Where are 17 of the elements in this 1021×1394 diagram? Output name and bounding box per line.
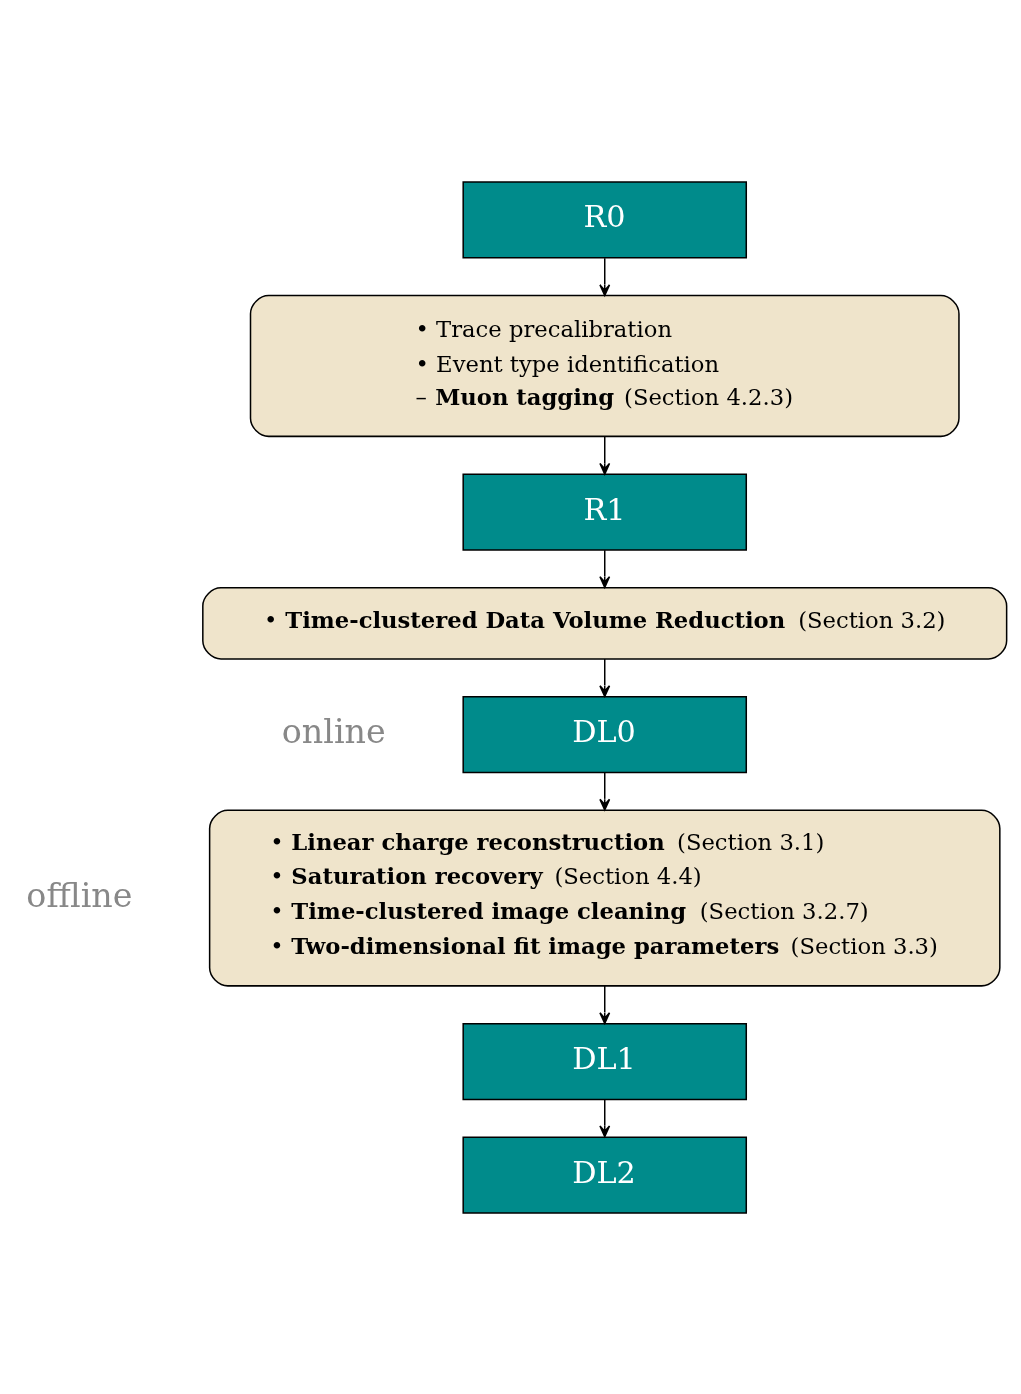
arrow xyxy=(599,984,611,1024)
arrow xyxy=(599,657,611,697)
node-box: R1 xyxy=(462,472,748,551)
node-box: DL0 xyxy=(462,695,748,773)
node-box: • Time-clustered Data Volume Reduction (Section 3.2) xyxy=(202,586,1008,660)
arrow xyxy=(599,435,611,475)
node-box: R0 xyxy=(462,180,748,258)
label: offline xyxy=(26,875,133,915)
arrow xyxy=(599,771,611,811)
arrow xyxy=(599,257,611,296)
label: online xyxy=(281,711,386,751)
arrow xyxy=(599,1098,611,1137)
node-box: DL2 xyxy=(462,1136,748,1214)
node-box: • Linear charge reconstruction (Section 3.1) • Saturation recovery (Section 4.4) • Time-clustered image cleaning (Section 3.2.7) • Two-dimensional fit image parameters (Section 3.3) xyxy=(208,809,1001,987)
node-box: • Trace precalibration • Event type identification – Muon tagging (Section 4.2.3) xyxy=(249,294,960,437)
arrow xyxy=(599,548,611,588)
node-box: DL1 xyxy=(462,1022,748,1100)
